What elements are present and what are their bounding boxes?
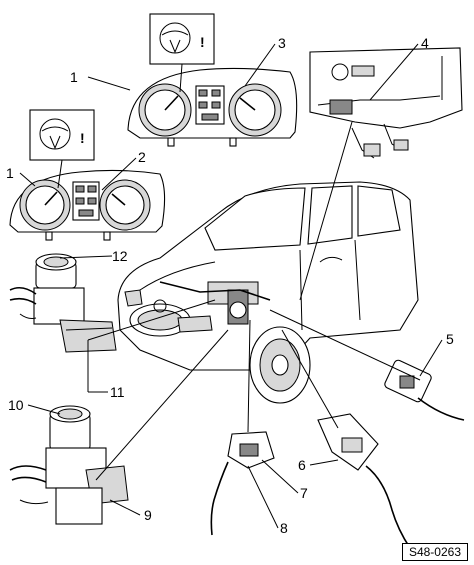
callout-2: 2	[138, 149, 146, 165]
connector-6	[317, 413, 411, 549]
exclamation-icon: !	[200, 34, 205, 50]
callout-8: 8	[280, 520, 288, 536]
callout-11: 11	[110, 384, 125, 400]
instrument-cluster-left	[9, 159, 166, 241]
connector-7-8	[210, 431, 275, 536]
leader-lines	[19, 43, 443, 529]
callout-3: 3	[278, 35, 286, 51]
figure-reference-code: S48-0263	[401, 543, 468, 561]
callout-10: 10	[8, 397, 24, 413]
callout-7: 7	[300, 485, 308, 501]
callout-5: 5	[446, 331, 454, 347]
callout-9: 9	[144, 507, 152, 523]
callout-1-left: 1	[6, 165, 14, 181]
dashboard-detail	[309, 47, 463, 159]
steering-pump-lower	[9, 405, 129, 525]
instrument-cluster-top	[127, 63, 298, 147]
callout-labels: 1 1 2 3 4 5 6 7 8 9 10 11 12	[6, 35, 454, 536]
car-body	[117, 181, 419, 404]
warning-lamp-left: !	[29, 109, 95, 161]
exclamation-icon: !	[80, 130, 85, 146]
warning-lamp-top: !	[149, 13, 215, 65]
callout-6: 6	[298, 457, 306, 473]
sensor-5	[384, 359, 465, 421]
callout-1-top: 1	[70, 69, 78, 85]
steering-pump-upper	[9, 253, 117, 353]
callout-4: 4	[421, 35, 429, 51]
callout-12: 12	[112, 248, 128, 264]
